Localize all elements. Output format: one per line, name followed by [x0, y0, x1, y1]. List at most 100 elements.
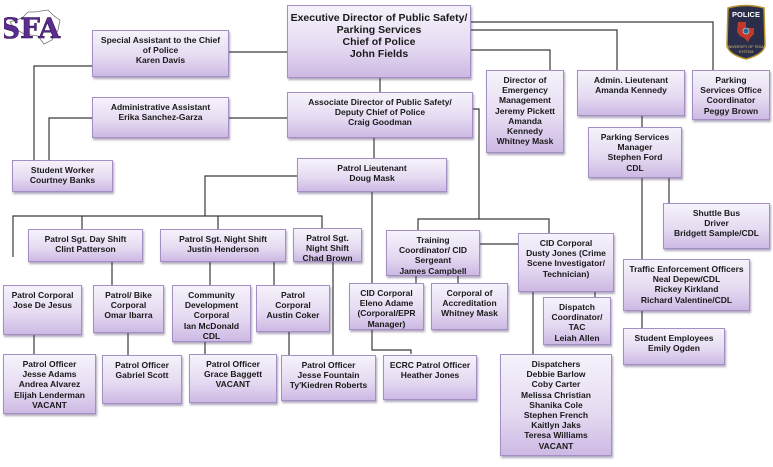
police-badge-icon: POLICE UNIVERSITY OF TEXAS SYSTEM — [726, 4, 767, 60]
box-text-line: Melissa Christian — [521, 389, 591, 400]
box-chief-of-police: Executive Director of Public Safety/Park… — [287, 5, 471, 78]
box-text-line: Corporal — [110, 300, 147, 311]
box-text-line: Elijah Lenderman — [14, 389, 85, 400]
box-text-line: Associate Director of Public Safety/ — [308, 97, 452, 107]
box-text-line: Patrol Sgt. Night Shift — [179, 234, 267, 244]
box-text-line: Erika Sanchez-Garza — [118, 112, 203, 123]
box-text-line: Community — [188, 290, 235, 300]
box-text-line: Amanda Kennedy — [595, 85, 667, 96]
svg-text:SYSTEM: SYSTEM — [739, 50, 754, 54]
box-text-line: Dusty Jones (Crime — [526, 248, 606, 259]
box-text-line: Coordinator/ — [551, 312, 603, 323]
box-text-line: Deputy Chief of Police — [334, 107, 426, 118]
box-text-line: Dispatch — [559, 302, 595, 312]
box-text-line: Debbie Barlow — [526, 369, 586, 380]
box-text-line: Emergency — [502, 85, 548, 96]
box-text-line: Shuttle Bus — [692, 208, 741, 218]
box-text-line: Ian McDonald — [183, 320, 240, 331]
box-text-line: Patrol Sgt. Day Shift — [44, 234, 127, 244]
connector — [12, 215, 323, 257]
box-text-line: Patrol Officer — [22, 359, 77, 369]
box-text-line: Jesse Fountain — [297, 370, 360, 381]
connector — [471, 49, 551, 70]
box-text-line: Traffic Enforcement Officers — [629, 264, 744, 274]
box-text-line: Services Office — [700, 85, 762, 96]
box-text-line: Jesse Adams — [22, 369, 77, 380]
box-text-line: Coordinator/ CID — [399, 245, 467, 256]
box-text-line: Amanda — [508, 115, 542, 126]
box-text-line: CID Corporal — [539, 238, 593, 248]
box-text-line: Karen Davis — [135, 55, 186, 66]
box-text-line: Omar Ibarra — [104, 310, 153, 321]
box-text-line: Doug Mask — [349, 173, 395, 184]
box-text-line: Kaitlyn Jaks — [531, 420, 581, 431]
box-text-line: Patrol Officer — [115, 360, 169, 370]
box-text-line: Technician) — [542, 268, 590, 279]
box-text-line: Patrol — [280, 290, 306, 300]
box-text-line: Patrol Lieutenant — [337, 163, 407, 173]
box-text-line: Leiah Allen — [554, 332, 600, 343]
box-text-line: Clint Patterson — [55, 244, 116, 255]
connector — [417, 218, 550, 233]
box-text-line: Craig Goodman — [348, 117, 412, 128]
connector — [48, 117, 92, 160]
box-text-line: Justin Henderson — [187, 244, 259, 255]
box-text-line: Parking — [715, 75, 747, 85]
box-text-line: Courtney Banks — [29, 175, 96, 186]
svg-text:SFA: SFA — [4, 12, 61, 45]
box-text-line: VACANT — [215, 379, 251, 390]
box-text-line: Ty'Kiedren Roberts — [289, 380, 368, 391]
box-text-line: Corporal — [193, 310, 230, 321]
box-text-line: Coby Carter — [531, 379, 581, 390]
box-text-line: Management — [499, 95, 551, 106]
box-text-line: Administrative Assistant — [110, 102, 211, 112]
box-text-line: Manager) — [367, 318, 406, 329]
connector — [204, 175, 297, 216]
box-text-line: Admin. Lieutenant — [593, 75, 669, 85]
box-text-line: Kennedy — [507, 126, 543, 137]
box-text-line: Teresa Williams — [524, 430, 588, 441]
box-text-line: Whitney Mask — [441, 308, 498, 319]
box-text-line: Peggy Brown — [703, 105, 759, 116]
box-text-line: Executive Director of Public Safety/ — [290, 12, 468, 24]
box-text-line: Austin Coker — [266, 310, 320, 321]
box-text-line: Patrol/ Bike — [105, 290, 152, 300]
box-text-line: (Corporal/EPR — [357, 308, 416, 319]
box-text-line: Driver — [704, 218, 729, 229]
police-badge: POLICE UNIVERSITY OF TEXAS SYSTEM — [724, 4, 768, 61]
box-text-line: ECRC Patrol Officer — [389, 360, 471, 370]
box-text-line: Director of — [503, 75, 547, 85]
box-text-line: James Campbell — [399, 265, 467, 276]
box-text-line: Chad Brown — [302, 253, 353, 264]
box-text-line: TAC — [568, 322, 586, 333]
box-text-line: Patrol Officer — [206, 359, 260, 369]
box-text-line: Patrol Sgt. — [306, 233, 349, 243]
box-text-line: Jeremy Pickett — [494, 105, 555, 116]
box-text-line: Shanika Cole — [529, 399, 583, 410]
box-text-line: CID Corporal — [360, 288, 413, 298]
box-text-line: Chief of Police — [342, 36, 416, 48]
box-text-line: Corporal — [275, 300, 311, 311]
box-text-line: Sergeant — [414, 255, 452, 266]
box-text-line: Student Employees — [634, 333, 714, 343]
box-text-line: Stephen French — [523, 410, 589, 421]
box-text-line: Student Worker — [30, 165, 95, 175]
